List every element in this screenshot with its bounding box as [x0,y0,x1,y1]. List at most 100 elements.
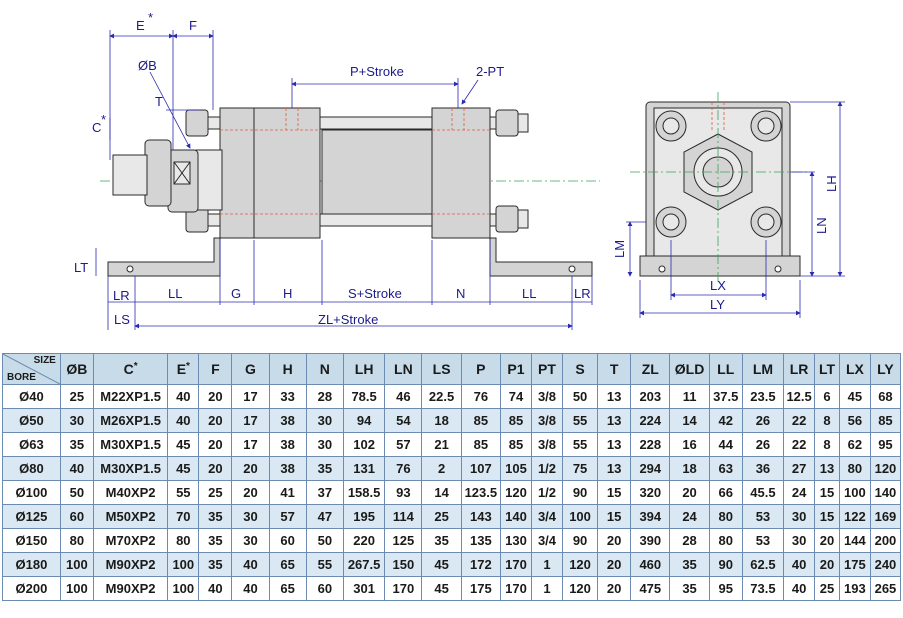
table-cell: 169 [869,504,902,529]
table-cell: 20 [231,456,270,481]
table-cell: 15 [814,504,840,529]
column-header-label: S [575,361,585,377]
bore-cell: Ø63 [2,432,61,457]
table-cell: 80 [708,504,743,529]
table-cell: 158.5 [342,480,386,505]
table-cell: 3/8 [530,432,563,457]
table-cell: 45 [421,552,462,577]
table-cell: 20 [597,552,632,577]
table-cell: 150 [384,552,423,577]
table-cell: 220 [342,528,386,553]
label-lx: LX [710,278,726,293]
column-header-label: C [123,361,134,377]
bore-cell: Ø150 [2,528,61,553]
corner-divider [3,354,60,384]
table-cell: 24 [669,504,710,529]
column-header-label: LT [818,361,836,377]
table-cell: 107 [460,456,501,481]
label-2-pt: 2-PT [476,64,504,79]
table-cell: M70XP2 [92,528,169,553]
table-cell: 3/8 [530,408,563,433]
label-c: C [92,120,101,135]
table-cell: 1 [530,576,563,601]
table-cell: 76 [384,456,423,481]
table-cell: 38 [268,432,307,457]
table-cell: 45 [838,384,871,409]
column-header: LN [384,353,423,385]
table-cell: 17 [231,408,270,433]
column-header-label: ØB [66,361,88,377]
label-lh: LH [824,175,839,192]
column-header: LY [869,353,902,385]
column-header: N [305,353,344,385]
table-cell: 170 [499,552,532,577]
table-cell: 120 [869,456,902,481]
table-cell: M90XP2 [92,576,169,601]
table-cell: 60 [268,528,307,553]
label-zl-stroke: ZL+Stroke [318,312,378,327]
table-cell: 46 [384,384,423,409]
table-cell: 170 [499,576,532,601]
column-header-mark: * [133,361,138,372]
table-cell: 30 [231,504,270,529]
table-cell: 475 [630,576,671,601]
table-cell: 301 [342,576,386,601]
table-cell: 3/4 [530,504,563,529]
bore-cell: Ø40 [2,384,61,409]
table-cell: 13 [597,408,632,433]
table-cell: 20 [198,432,233,457]
table-cell: 123.5 [460,480,501,505]
table-cell: 390 [630,528,671,553]
table-cell: 36 [741,456,785,481]
table-cell: 30 [305,432,344,457]
table-cell: 95 [708,576,743,601]
table-cell: 13 [597,384,632,409]
column-header: LL [708,353,743,385]
table-cell: 144 [838,528,871,553]
side-view [100,107,600,277]
table-cell: 65 [268,576,307,601]
table-cell: 25 [59,384,94,409]
column-header-label: LX [845,361,864,377]
table-cell: 3/8 [530,384,563,409]
table-cell: 38 [268,408,307,433]
column-header-label: P [476,361,486,377]
table-cell: 85 [460,432,501,457]
table-cell: 20 [597,576,632,601]
table-cell: 37.5 [708,384,743,409]
column-header-label: LY [877,361,894,377]
label-f: F [189,18,197,33]
table-cell: 6 [814,384,840,409]
table-cell: 90 [708,552,743,577]
table-cell: 85 [499,408,532,433]
column-header: ØLD [669,353,710,385]
table-cell: 40 [59,456,94,481]
column-header-label: PT [538,361,556,377]
table-cell: 100 [167,576,200,601]
column-header-label: N [319,361,330,377]
table-cell: 45 [167,456,200,481]
column-header: LR [783,353,816,385]
label-lr-right: LR [574,286,591,301]
column-header: ZL [630,353,671,385]
table-cell: 85 [499,432,532,457]
table-cell: 294 [630,456,671,481]
table-cell: 14 [669,408,710,433]
table-cell: 25 [421,504,462,529]
table-cell: 135 [460,528,501,553]
column-header: LT [814,353,840,385]
table-cell: 57 [384,432,423,457]
column-header-mark: * [186,361,190,372]
table-cell: 45 [421,576,462,601]
table-cell: 193 [838,576,871,601]
table-cell: 53 [741,504,785,529]
table-cell: 20 [198,408,233,433]
table-cell: 26 [741,432,785,457]
table-cell: 28 [305,384,344,409]
table-cell: 37 [305,480,344,505]
table-cell: 55 [561,432,599,457]
